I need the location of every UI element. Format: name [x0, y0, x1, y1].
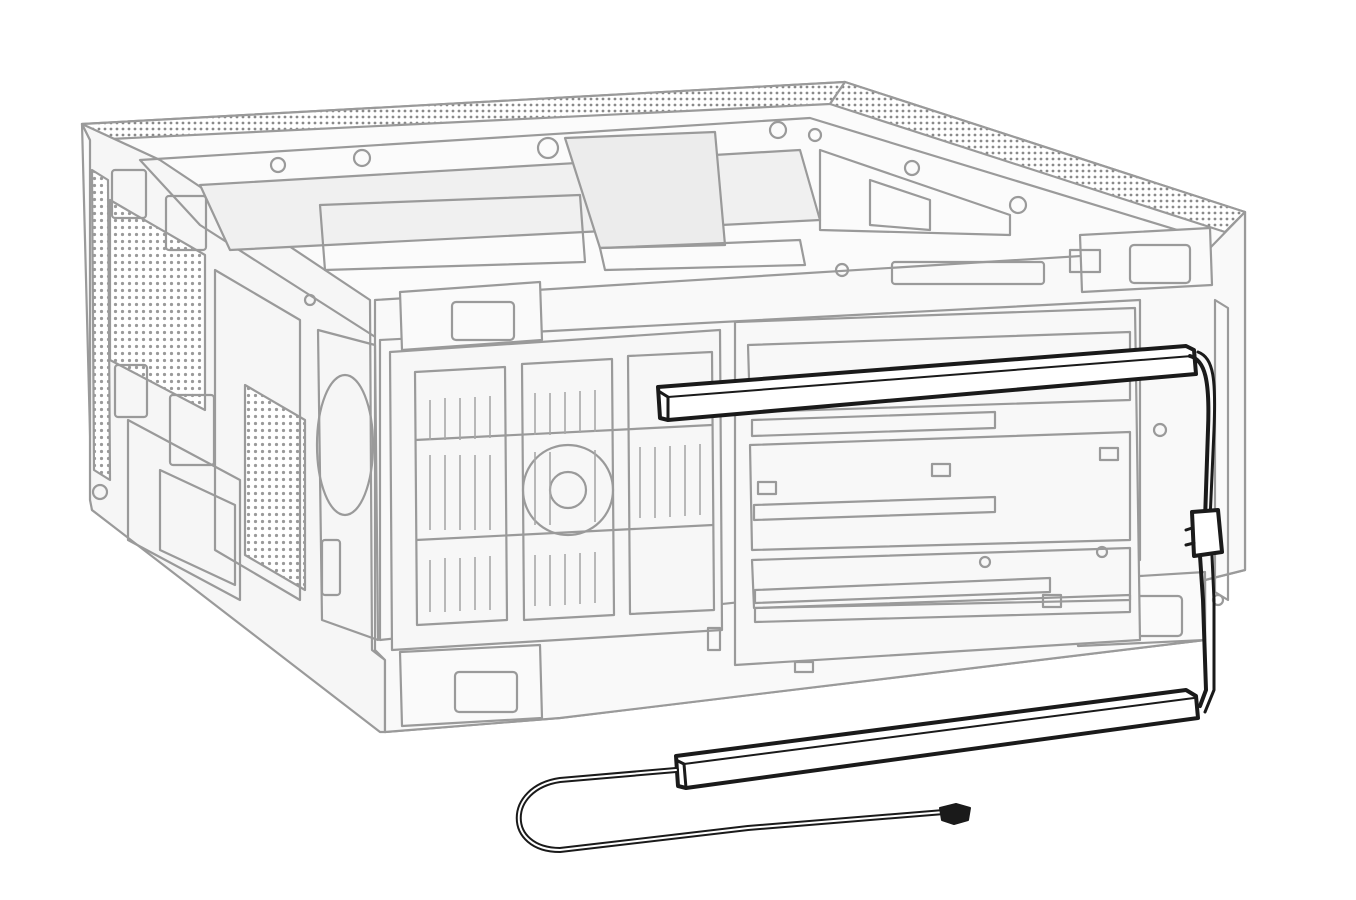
screw-slot-1	[978, 555, 992, 569]
standoff-2	[768, 120, 788, 140]
pcie-slot-4	[753, 593, 1132, 624]
side-cutout-3	[113, 363, 149, 419]
slot-latch-1	[756, 480, 778, 496]
rear-io-mesh	[243, 383, 307, 592]
left-side-vent	[90, 168, 112, 482]
drive-bay-inner	[158, 468, 237, 587]
handle-bottom-left	[398, 643, 544, 728]
drive-bay-opening	[126, 418, 242, 602]
slot-latch-3	[1098, 446, 1120, 462]
pcie-slot-1	[750, 410, 997, 438]
pcie-slot-2	[752, 495, 997, 522]
led-cable-vertical	[1188, 354, 1211, 522]
slot-cover-2	[748, 430, 1132, 552]
inner-bay	[318, 193, 587, 272]
rear-bracket-frame	[213, 268, 302, 602]
handle-top-right-grip	[1128, 243, 1192, 285]
psu-mesh	[108, 198, 207, 412]
handle-top-left	[398, 280, 544, 352]
standoff-5	[903, 159, 921, 177]
handle-top-left-grip	[450, 300, 516, 342]
screw-slot-2	[1095, 545, 1109, 559]
connector-tabs	[1184, 526, 1196, 547]
side-cutout-1	[110, 168, 148, 220]
standoff-4	[269, 156, 287, 174]
led-strip-upper-endcap	[658, 390, 670, 422]
handle-bottom-left-grip	[453, 670, 519, 714]
pcie-slot-3	[753, 576, 1052, 605]
fan-ring	[521, 443, 615, 537]
led-strip-lower	[674, 688, 1200, 790]
inner-right-bracket	[868, 178, 932, 232]
led-strip-assembly	[515, 344, 1224, 853]
screw-right-1	[1152, 422, 1168, 438]
side-cutout-2	[164, 194, 208, 252]
slot-latch-4	[1041, 593, 1063, 609]
lead-cable-core	[517, 769, 945, 851]
side-fan-frame	[316, 328, 380, 642]
cable-connector	[1190, 508, 1224, 558]
rear-bracket-tab	[1068, 248, 1102, 274]
led-strip-lower-endcap	[674, 758, 688, 790]
cage-slats	[429, 390, 701, 612]
right-edge-rail	[1213, 298, 1230, 602]
led-strip-upper-inner	[667, 355, 1193, 398]
inner-right-wall	[818, 148, 1012, 237]
standoff-6	[1008, 195, 1028, 215]
led-cable-vertical-2	[1196, 350, 1217, 522]
front-clip	[706, 626, 722, 652]
bottom-clip	[793, 660, 815, 674]
riser-slot	[598, 238, 807, 272]
standoff-1	[536, 136, 560, 160]
rear-bracket-top	[890, 260, 1046, 286]
standoff-7	[807, 127, 823, 143]
cage-rail-2	[415, 523, 714, 542]
slot-latch-2	[930, 462, 952, 478]
cage-column-3	[626, 350, 716, 616]
front-inner-panel	[378, 298, 1142, 642]
led-cable-lower-2	[1203, 554, 1216, 714]
cage-rail-1	[414, 423, 713, 442]
cable-plug	[939, 803, 971, 825]
side-fan-disc	[315, 373, 375, 517]
led-cable-lower	[1198, 554, 1208, 708]
standoff-3	[352, 148, 372, 168]
case-chassis	[80, 80, 1247, 734]
screw-rear-1	[834, 262, 850, 278]
fan-cage	[388, 328, 724, 652]
led-strip-lower-inner	[683, 697, 1195, 765]
riser-cable	[563, 130, 727, 250]
side-fan-clip	[320, 538, 342, 597]
led-strip-upper	[656, 344, 1198, 422]
screw-left-lower	[91, 483, 109, 501]
